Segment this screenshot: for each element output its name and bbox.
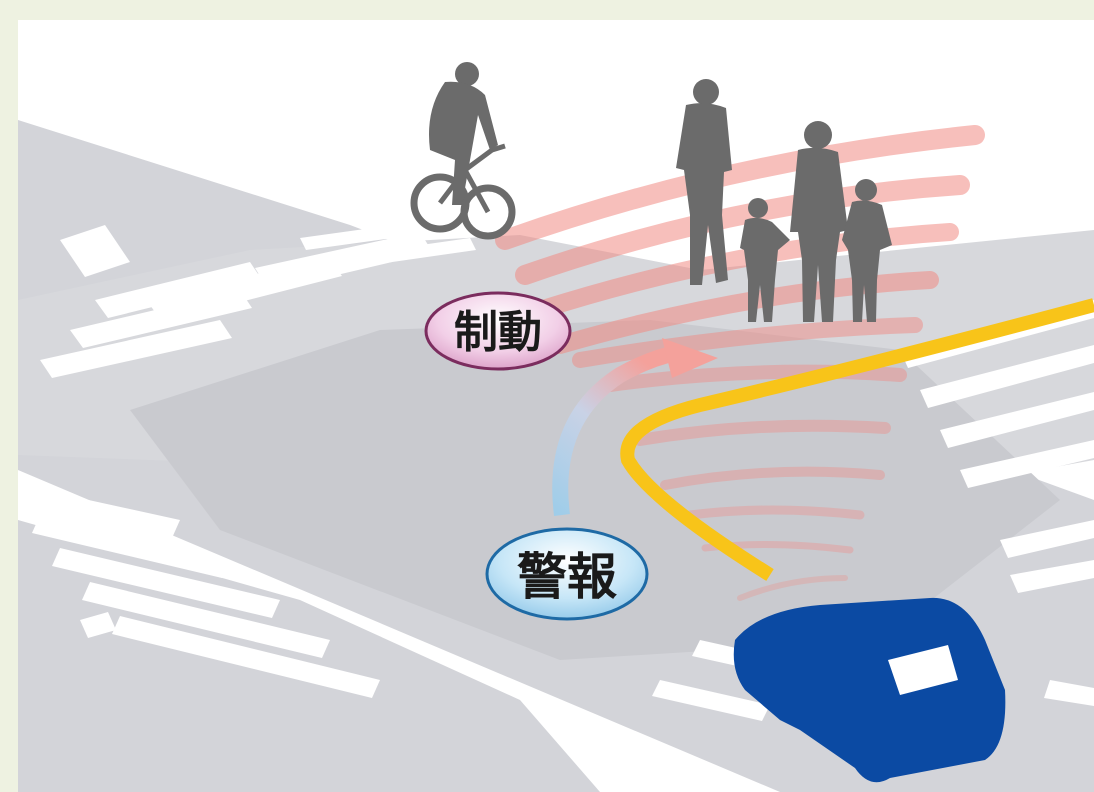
brake-label: 制動: [454, 307, 542, 358]
vehicle-path: [620, 298, 1094, 581]
adult-pedestrian-1: [676, 79, 732, 285]
pedestrian-silhouettes: [676, 79, 892, 322]
car-windshield: [888, 645, 958, 695]
turn-arrow: [552, 338, 718, 516]
car: [733, 597, 1006, 783]
brake-label-pill: 制動: [424, 291, 572, 371]
child-pedestrian-2: [842, 179, 892, 322]
warning-label-pill: 警報: [485, 527, 649, 621]
crosswalk-stripes: [20, 220, 1094, 721]
adult-pedestrian-2: [790, 121, 848, 322]
cyclist-silhouette: [410, 62, 516, 240]
child-pedestrian-1: [740, 198, 790, 322]
bicycle-front-wheel: [460, 184, 516, 240]
warning-label: 警報: [517, 548, 617, 606]
